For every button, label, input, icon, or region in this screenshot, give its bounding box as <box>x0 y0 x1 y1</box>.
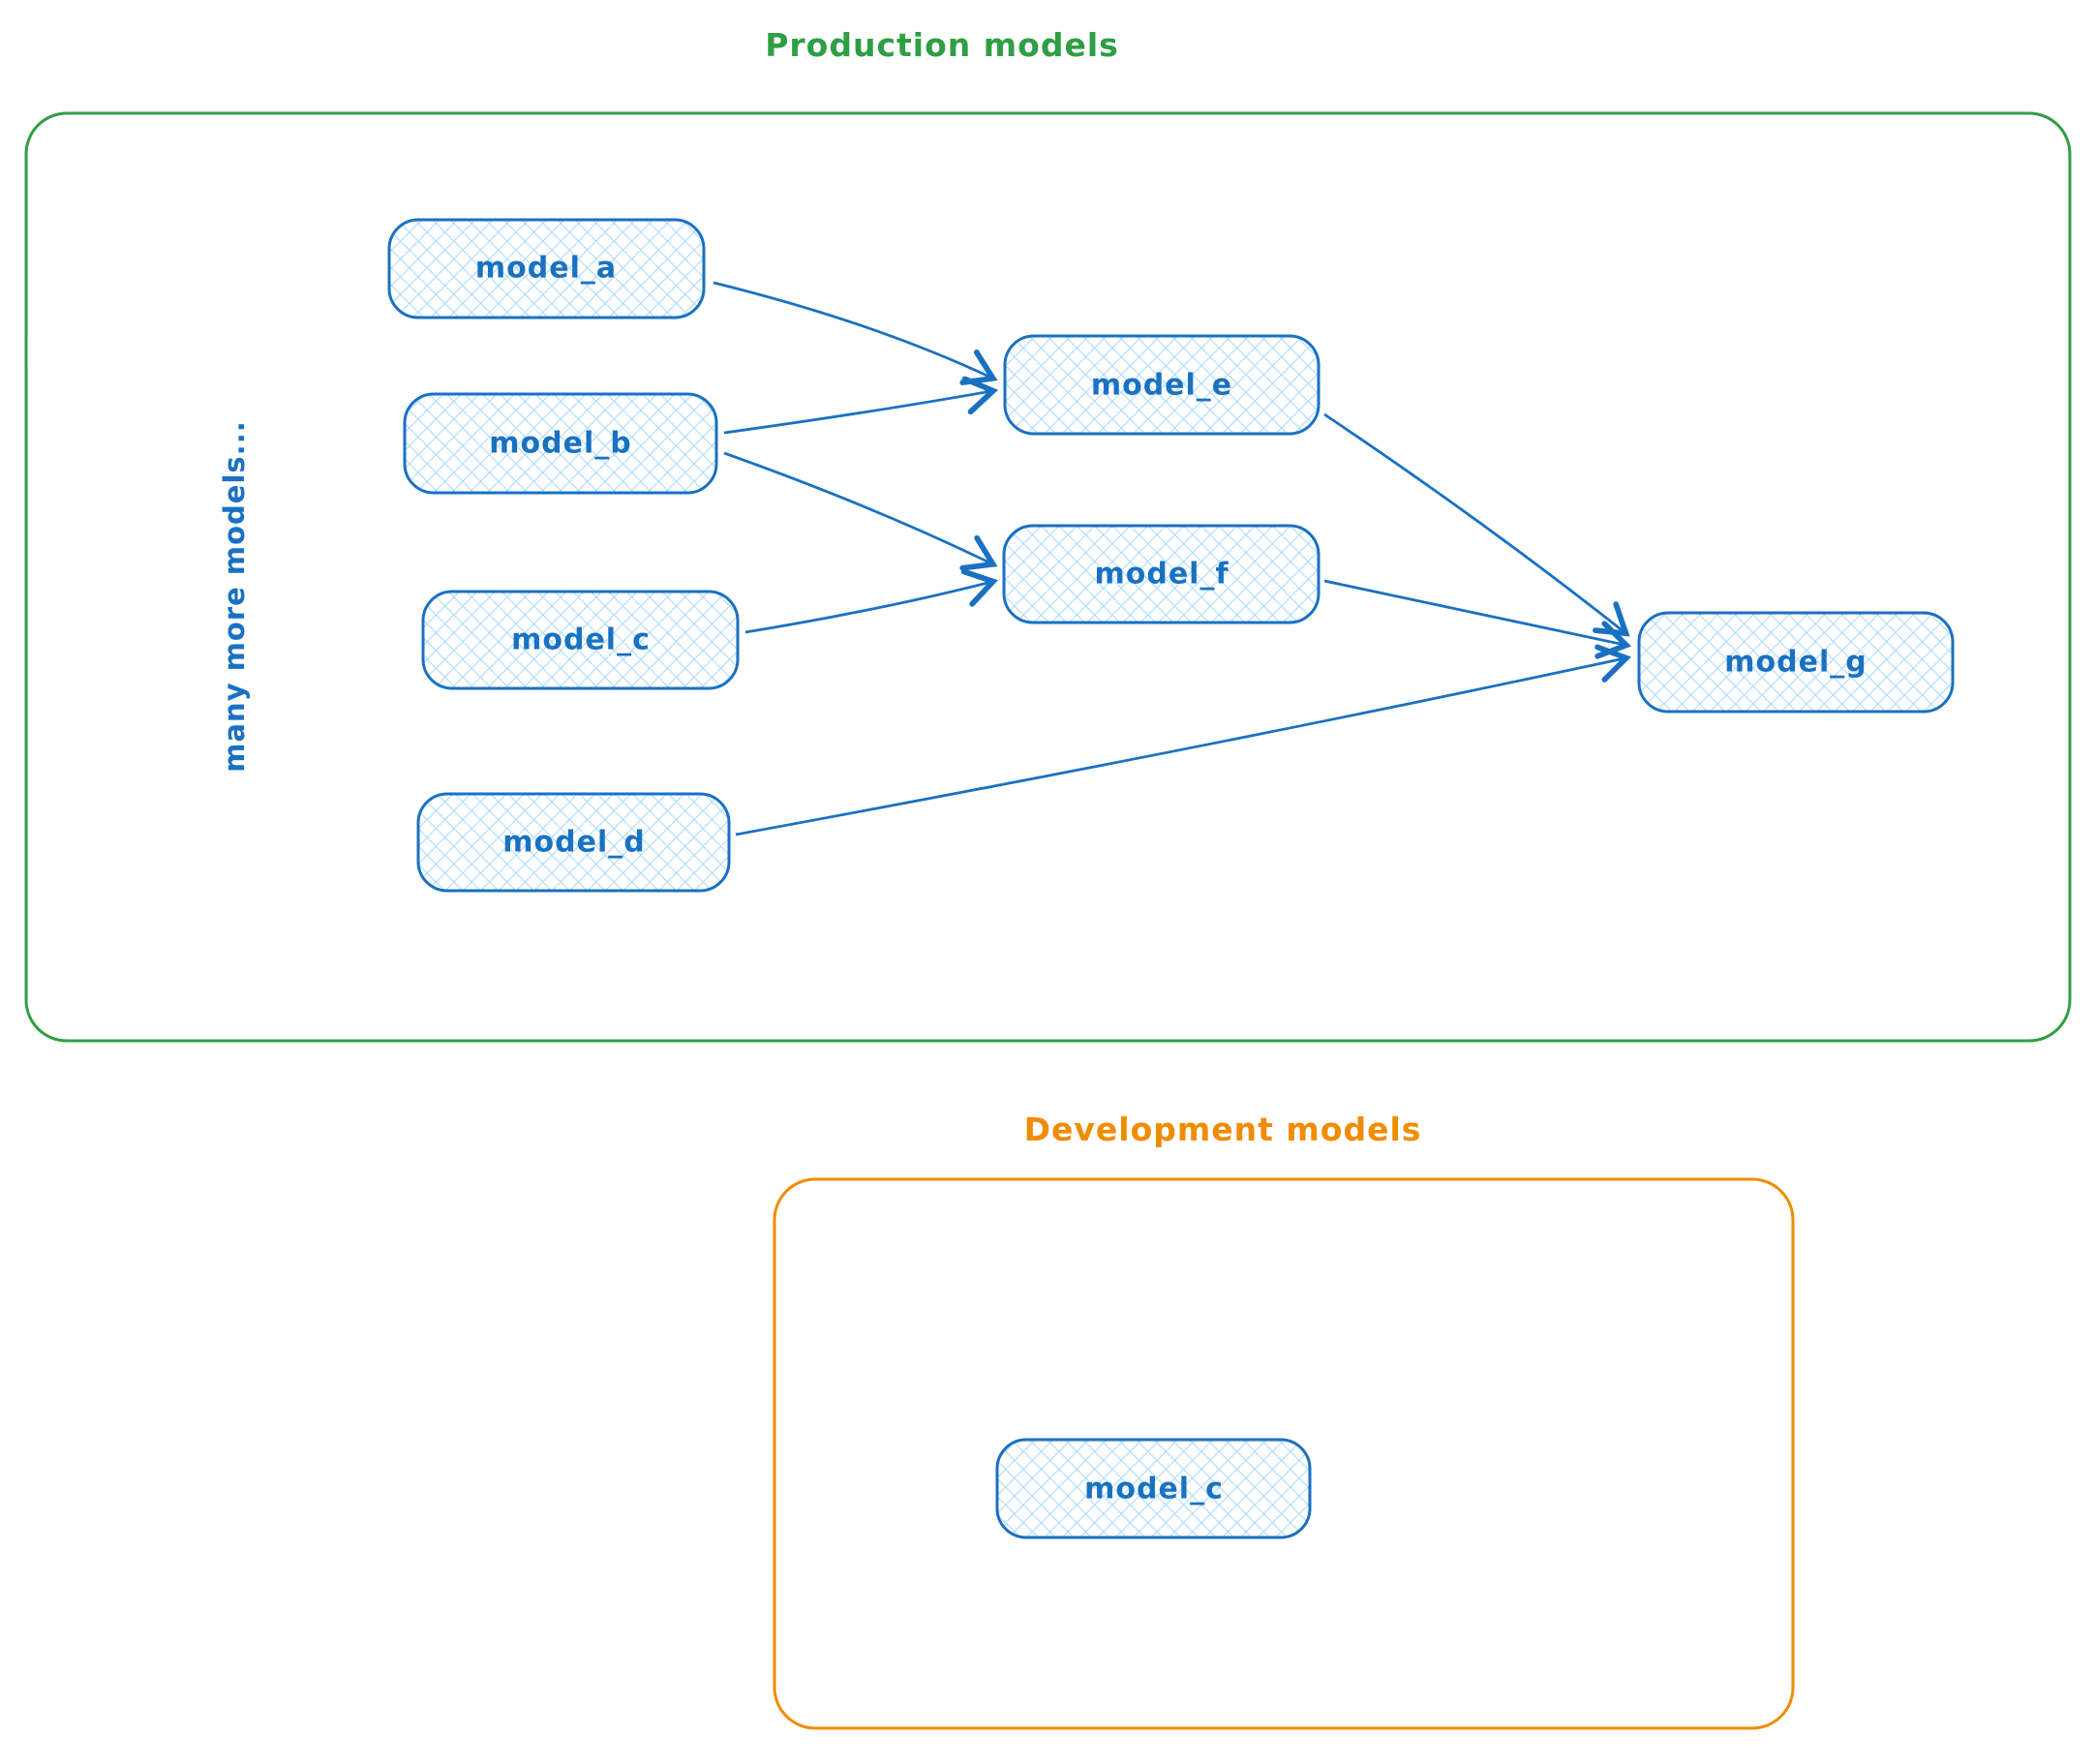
node-model_a-box <box>387 218 706 319</box>
node-model_g: model_g <box>1637 611 1955 714</box>
node-model_b-label: model_b <box>489 427 631 461</box>
node-dev-model_c: model_c <box>995 1438 1312 1539</box>
node-dev-model_c-label: model_c <box>1084 1473 1224 1506</box>
node-model_d-box <box>416 792 731 893</box>
edge-model_d-model_g <box>735 644 1632 836</box>
production-group-title: Production models <box>765 26 1119 64</box>
development-container-box <box>773 1177 1795 1730</box>
production-container-box <box>24 111 2072 1043</box>
node-model_c: model_c <box>421 590 740 690</box>
edge-model_a-model_e <box>713 281 998 385</box>
edge-model_f-model_g <box>1323 579 1632 659</box>
node-model_e-label: model_e <box>1091 369 1232 403</box>
node-model_a: model_a <box>387 218 706 319</box>
edge-model_c-model_f <box>744 568 998 634</box>
production-side-note: many more models... <box>218 420 251 772</box>
node-model_b-box <box>403 392 718 495</box>
node-model_e-box <box>1003 334 1321 436</box>
node-model_a-label: model_a <box>475 252 617 286</box>
node-model_c-box <box>421 590 740 690</box>
node-model_g-box <box>1637 611 1955 714</box>
node-model_f-box <box>1002 524 1321 624</box>
node-model_d: model_d <box>416 792 731 893</box>
development-group-title: Development models <box>1024 1110 1422 1148</box>
node-model_g-label: model_g <box>1724 646 1867 680</box>
edge-group <box>713 281 1632 836</box>
edge-model_b-model_e <box>723 376 999 435</box>
node-model_b: model_b <box>403 392 718 495</box>
node-model_d-label: model_d <box>502 826 645 860</box>
node-model_f-label: model_f <box>1094 558 1229 592</box>
node-dev-model_c-box <box>995 1438 1312 1539</box>
node-model_f: model_f <box>1002 524 1321 624</box>
node-model_c-label: model_c <box>511 623 651 657</box>
edge-model_e-model_g <box>1323 412 1630 637</box>
edge-model_b-model_f <box>723 451 998 571</box>
node-model_e: model_e <box>1003 334 1321 436</box>
